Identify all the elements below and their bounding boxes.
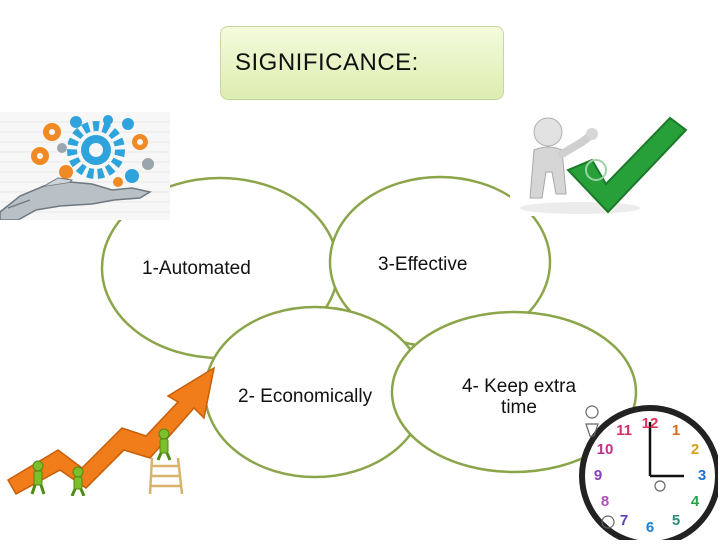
clock-number-6: 6: [646, 519, 654, 536]
gears-robot-hand-icon: [0, 112, 170, 221]
clock-number-8: 8: [601, 493, 609, 510]
page-title: SIGNIFICANCE:: [235, 49, 419, 76]
clock-number-3: 3: [698, 467, 706, 484]
clock-number-10: 10: [597, 441, 614, 458]
node-label-automated: 1-Automated: [142, 258, 251, 279]
clock-number-9: 9: [594, 467, 602, 484]
growth-arrow-icon: [0, 366, 220, 497]
ellipse-keep-extra-time: [390, 310, 638, 474]
clock-number-7: 7: [620, 512, 628, 529]
clock-number-12: 12: [642, 415, 659, 432]
clock-number-5: 5: [672, 512, 680, 529]
clock-number-1: 1: [672, 422, 680, 439]
node-label-keep-extra-time: 4- Keep extra time: [461, 376, 577, 418]
node-label-effective: 3-Effective: [378, 254, 468, 275]
clock-number-11: 11: [616, 422, 632, 439]
clock-number-2: 2: [691, 441, 699, 458]
title-box: SIGNIFICANCE:: [220, 26, 504, 100]
clock-number-4: 4: [691, 493, 700, 510]
node-label-economically: 2- Economically: [238, 386, 373, 407]
thumbs-up-checkmark-icon: [510, 108, 688, 216]
